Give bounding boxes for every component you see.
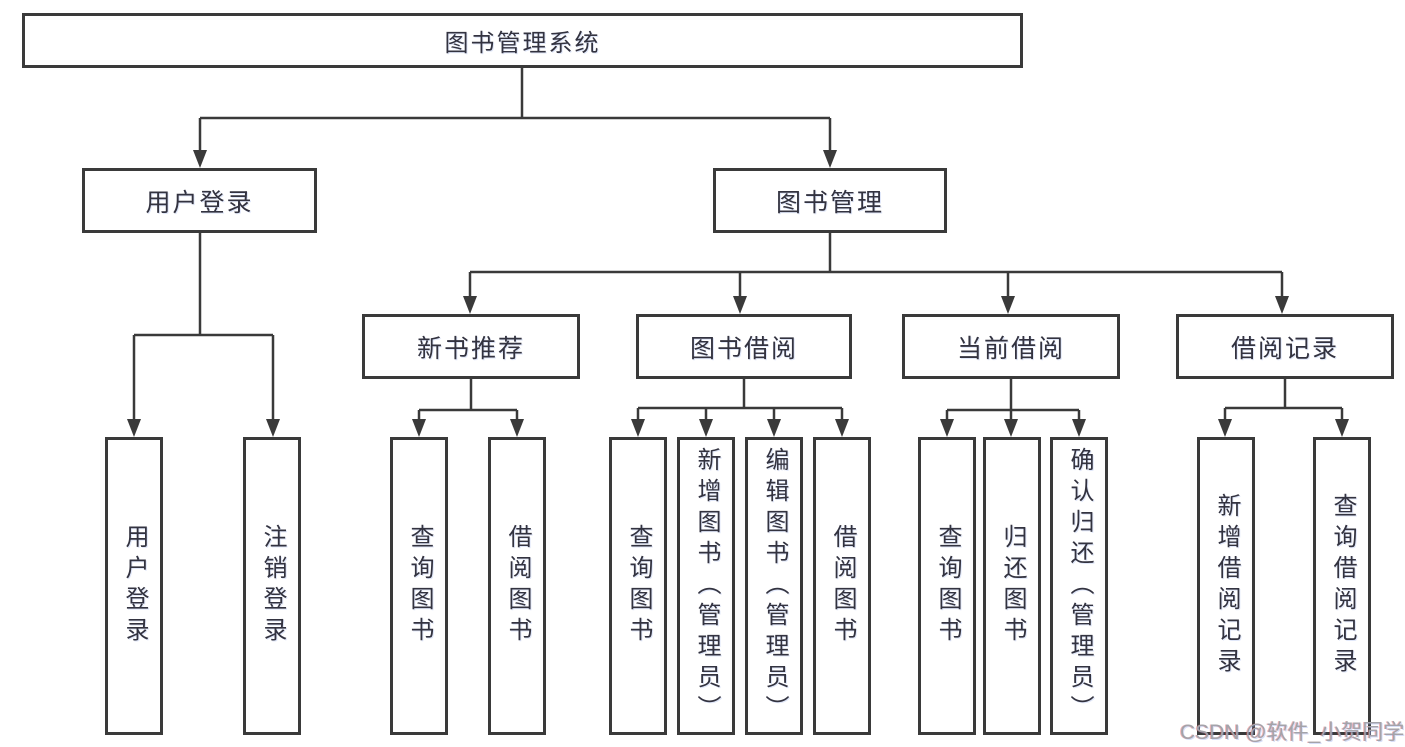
node-leaf-edit-books-admin: 编辑图书（管理员） xyxy=(745,437,803,735)
node-leaf-query-borrow-record-label: 查询借阅记录 xyxy=(1329,493,1356,679)
node-user-login-label: 用户登录 xyxy=(145,188,254,217)
node-leaf-query-books-borrow: 查询图书 xyxy=(609,437,667,735)
node-leaf-borrow-books: 借阅图书 xyxy=(813,437,871,735)
node-leaf-query-books-recommend: 查询图书 xyxy=(390,437,448,735)
node-leaf-add-books-admin: 新增图书（管理员） xyxy=(677,437,735,735)
node-leaf-return-books-label: 归还图书 xyxy=(999,524,1026,648)
node-leaf-query-books-current: 查询图书 xyxy=(918,437,976,735)
node-leaf-logout: 注销登录 xyxy=(243,437,301,735)
node-leaf-add-books-admin-label: 新增图书（管理员） xyxy=(693,446,720,726)
node-current-borrowing-label: 当前借阅 xyxy=(956,334,1065,363)
node-book-management: 图书管理 xyxy=(713,168,947,233)
node-leaf-borrow-books-recommend-label: 借阅图书 xyxy=(504,524,531,648)
node-book-borrowing-label: 图书借阅 xyxy=(689,334,798,363)
node-book-management-label: 图书管理 xyxy=(775,188,884,217)
node-root-label: 图书管理系统 xyxy=(444,30,601,57)
node-leaf-add-borrow-record: 新增借阅记录 xyxy=(1197,437,1255,735)
node-current-borrowing: 当前借阅 xyxy=(902,314,1120,379)
node-leaf-query-books-recommend-label: 查询图书 xyxy=(406,524,433,648)
node-leaf-edit-books-admin-label: 编辑图书（管理员） xyxy=(761,446,788,726)
node-root: 图书管理系统 xyxy=(22,13,1023,68)
node-leaf-add-borrow-record-label: 新增借阅记录 xyxy=(1213,493,1240,679)
node-leaf-query-books-current-label: 查询图书 xyxy=(934,524,961,648)
node-borrowing-records: 借阅记录 xyxy=(1176,314,1394,379)
node-user-login: 用户登录 xyxy=(82,168,317,233)
node-leaf-query-borrow-record: 查询借阅记录 xyxy=(1313,437,1371,735)
node-leaf-query-books-borrow-label: 查询图书 xyxy=(625,524,652,648)
node-leaf-logout-label: 注销登录 xyxy=(259,524,286,648)
node-new-book-recommend: 新书推荐 xyxy=(362,314,580,379)
node-borrowing-records-label: 借阅记录 xyxy=(1230,334,1339,363)
node-leaf-confirm-return-admin: 确认归还（管理员） xyxy=(1050,437,1108,735)
csdn-watermark: CSDN @软件_小贺同学 xyxy=(1180,721,1405,744)
node-new-book-recommend-label: 新书推荐 xyxy=(416,334,525,363)
node-leaf-borrow-books-label: 借阅图书 xyxy=(829,524,856,648)
node-leaf-return-books: 归还图书 xyxy=(983,437,1041,735)
node-book-borrowing: 图书借阅 xyxy=(636,314,852,379)
node-leaf-user-login: 用户登录 xyxy=(105,437,163,735)
node-leaf-user-login-label: 用户登录 xyxy=(121,524,148,648)
node-leaf-borrow-books-recommend: 借阅图书 xyxy=(488,437,546,735)
node-leaf-confirm-return-admin-label: 确认归还（管理员） xyxy=(1066,446,1093,726)
